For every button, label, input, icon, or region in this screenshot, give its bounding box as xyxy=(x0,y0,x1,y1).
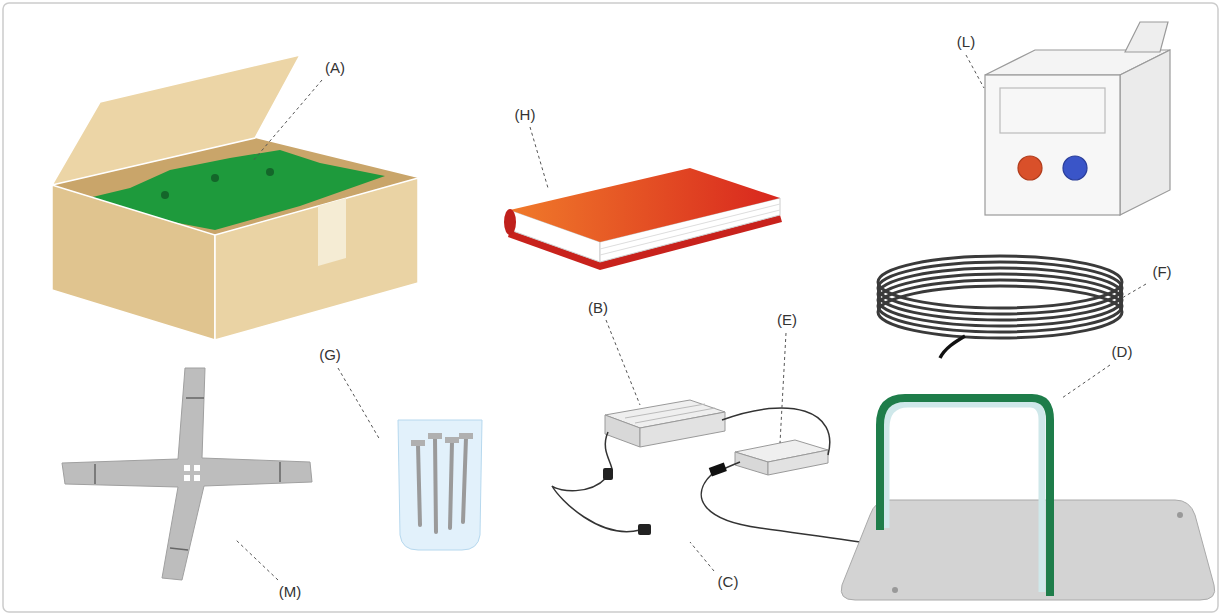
leader-line xyxy=(1062,365,1110,398)
cardboard-box xyxy=(52,55,418,340)
wire-coil xyxy=(878,256,1122,358)
charging-station xyxy=(841,398,1214,600)
peg-head xyxy=(459,433,473,439)
cable xyxy=(722,408,830,455)
blade-mark xyxy=(279,462,281,482)
leader-line xyxy=(966,55,984,88)
blade-cross xyxy=(62,368,312,580)
drawing-part xyxy=(418,438,466,532)
screw-hole xyxy=(1177,512,1183,518)
peg xyxy=(418,445,420,525)
callout-letter: (F) xyxy=(1150,263,1173,281)
peg-head xyxy=(411,440,425,446)
coil-loop xyxy=(878,268,1122,320)
callout-letter: (B) xyxy=(586,299,610,317)
battery-window xyxy=(1000,88,1105,133)
coil-loop xyxy=(878,262,1122,314)
battery-side xyxy=(1120,50,1170,215)
blade-mark xyxy=(170,548,188,550)
power-supply xyxy=(605,400,725,447)
callout-letter: (L) xyxy=(955,33,977,51)
frame xyxy=(3,3,1218,612)
peg-head xyxy=(428,433,442,439)
book-spine xyxy=(504,209,516,235)
drawing-part xyxy=(95,398,280,550)
box-tape xyxy=(318,198,346,266)
wire-end xyxy=(940,336,965,358)
grass-dot xyxy=(161,191,169,199)
plug xyxy=(603,468,613,480)
station-arch xyxy=(880,398,1050,596)
leader-line xyxy=(252,80,322,162)
blade-mark xyxy=(186,397,204,399)
red-terminal xyxy=(1018,156,1042,180)
callout-letter: (M) xyxy=(277,583,304,601)
battery-handle xyxy=(1125,22,1168,52)
peg-bag xyxy=(398,420,482,550)
box-left-face xyxy=(52,185,215,340)
grass-dot xyxy=(266,168,274,176)
leader-line xyxy=(530,127,548,188)
cables xyxy=(552,408,880,545)
leader-line xyxy=(236,540,278,580)
manual-book xyxy=(504,168,782,270)
battery-front xyxy=(985,75,1120,215)
leader-line xyxy=(690,542,714,571)
callout-letter: (A) xyxy=(323,59,347,77)
box-right-face xyxy=(215,178,418,340)
callout-letter: (G) xyxy=(317,346,343,364)
box-side xyxy=(768,450,828,475)
screw-hole xyxy=(892,587,898,593)
blade-hole xyxy=(184,465,190,471)
blade-mark xyxy=(94,464,96,484)
psu-ridge xyxy=(635,408,715,423)
plug xyxy=(709,463,727,477)
psu-front xyxy=(605,415,640,447)
drawing-part xyxy=(411,433,473,446)
low-voltage-box xyxy=(735,440,828,475)
coil-loop xyxy=(878,256,1122,308)
blade-hole xyxy=(184,475,190,481)
callout-letter: (H) xyxy=(513,106,538,124)
battery xyxy=(985,22,1170,215)
callout-letter: (E) xyxy=(775,311,799,329)
leader-line xyxy=(780,333,786,443)
blade-hole xyxy=(194,475,200,481)
peg xyxy=(450,442,452,528)
blue-terminal xyxy=(1063,156,1087,180)
leader-line xyxy=(1122,284,1146,298)
plug xyxy=(638,524,651,535)
callout-letter: (D) xyxy=(1110,343,1135,361)
peg xyxy=(463,438,466,522)
psu-ridge xyxy=(625,404,705,418)
grass-dot xyxy=(211,174,219,182)
box-front xyxy=(735,452,768,475)
bag xyxy=(398,420,482,550)
leader-line xyxy=(606,320,640,405)
cable xyxy=(701,474,880,545)
blade-hole xyxy=(194,465,200,471)
box-lid xyxy=(52,55,300,185)
station-base xyxy=(841,500,1214,600)
peg xyxy=(435,438,436,532)
leader-line xyxy=(338,368,380,440)
psu-side xyxy=(640,412,725,447)
cable xyxy=(605,432,612,470)
peg-head xyxy=(445,437,459,443)
drawing-part xyxy=(236,55,1146,580)
arch-inner xyxy=(886,404,1042,592)
cable xyxy=(552,478,640,532)
callout-letter: (C) xyxy=(716,573,741,591)
blade xyxy=(62,368,312,580)
book-cover xyxy=(510,168,780,242)
